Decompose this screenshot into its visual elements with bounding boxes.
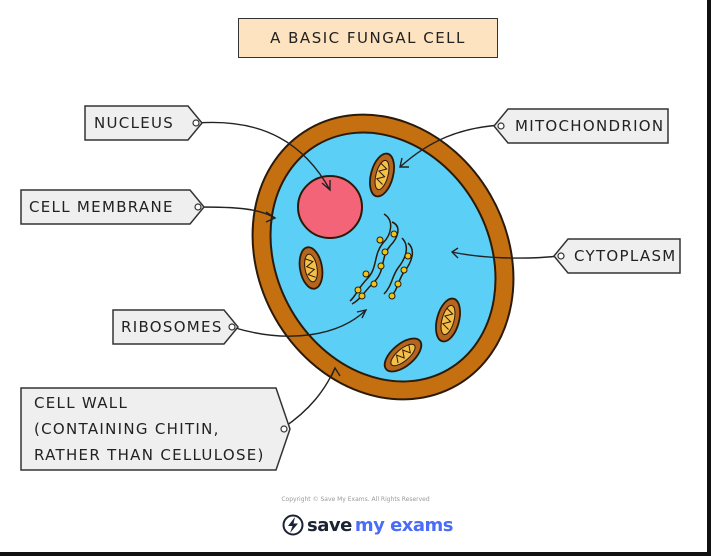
mitochondrion-2 xyxy=(298,246,324,290)
leader-lines xyxy=(196,121,561,429)
label-cell-wall-text: CELL WALL (CONTAINING CHITIN, RATHER THA… xyxy=(34,390,265,468)
tag-shape xyxy=(20,189,205,225)
label-ribosomes: RIBOSOMES xyxy=(112,309,240,345)
ribosome-dots xyxy=(354,230,412,300)
tag-shape xyxy=(493,108,669,144)
cell-wall-line-2: (CONTAINING CHITIN, xyxy=(34,420,220,438)
tag-shape xyxy=(84,105,203,141)
lightning-bolt-icon xyxy=(282,514,304,536)
label-cytoplasm: CYTOPLASM xyxy=(552,238,682,274)
save-my-exams-logo: save my exams xyxy=(282,512,454,538)
label-ribosomes-text: RIBOSOMES xyxy=(121,318,223,336)
cell-wall-line-1: CELL WALL xyxy=(34,394,129,412)
brand-word-my-exams: my exams xyxy=(354,514,454,536)
label-mitochondrion-text: MITOCHONDRION xyxy=(515,117,665,135)
label-mitochondrion: MITOCHONDRION xyxy=(492,108,670,144)
mitochondrion-1 xyxy=(369,152,395,198)
label-nucleus: NUCLEUS xyxy=(84,105,204,141)
label-cytoplasm-text: CYTOPLASM xyxy=(574,247,677,265)
tag-shape xyxy=(112,309,239,345)
tag-shape xyxy=(20,387,291,471)
mitochondrion-3 xyxy=(435,297,461,343)
brand-word-save: save xyxy=(307,514,352,536)
nucleus-shape xyxy=(297,175,363,239)
copyright-notice: Copyright © Save My Exams. All Rights Re… xyxy=(281,496,430,503)
label-nucleus-text: NUCLEUS xyxy=(94,114,175,132)
mitochondrion-4 xyxy=(383,337,423,373)
label-cell-membrane-text: CELL MEMBRANE xyxy=(29,198,174,216)
cell-wall-line-3: RATHER THAN CELLULOSE) xyxy=(34,446,265,464)
label-cell-wall: CELL WALL (CONTAINING CHITIN, RATHER THA… xyxy=(20,387,292,471)
diagram-title: A BASIC FUNGAL CELL xyxy=(238,18,498,58)
label-cell-membrane: CELL MEMBRANE xyxy=(20,189,206,225)
tag-shape xyxy=(553,238,681,274)
